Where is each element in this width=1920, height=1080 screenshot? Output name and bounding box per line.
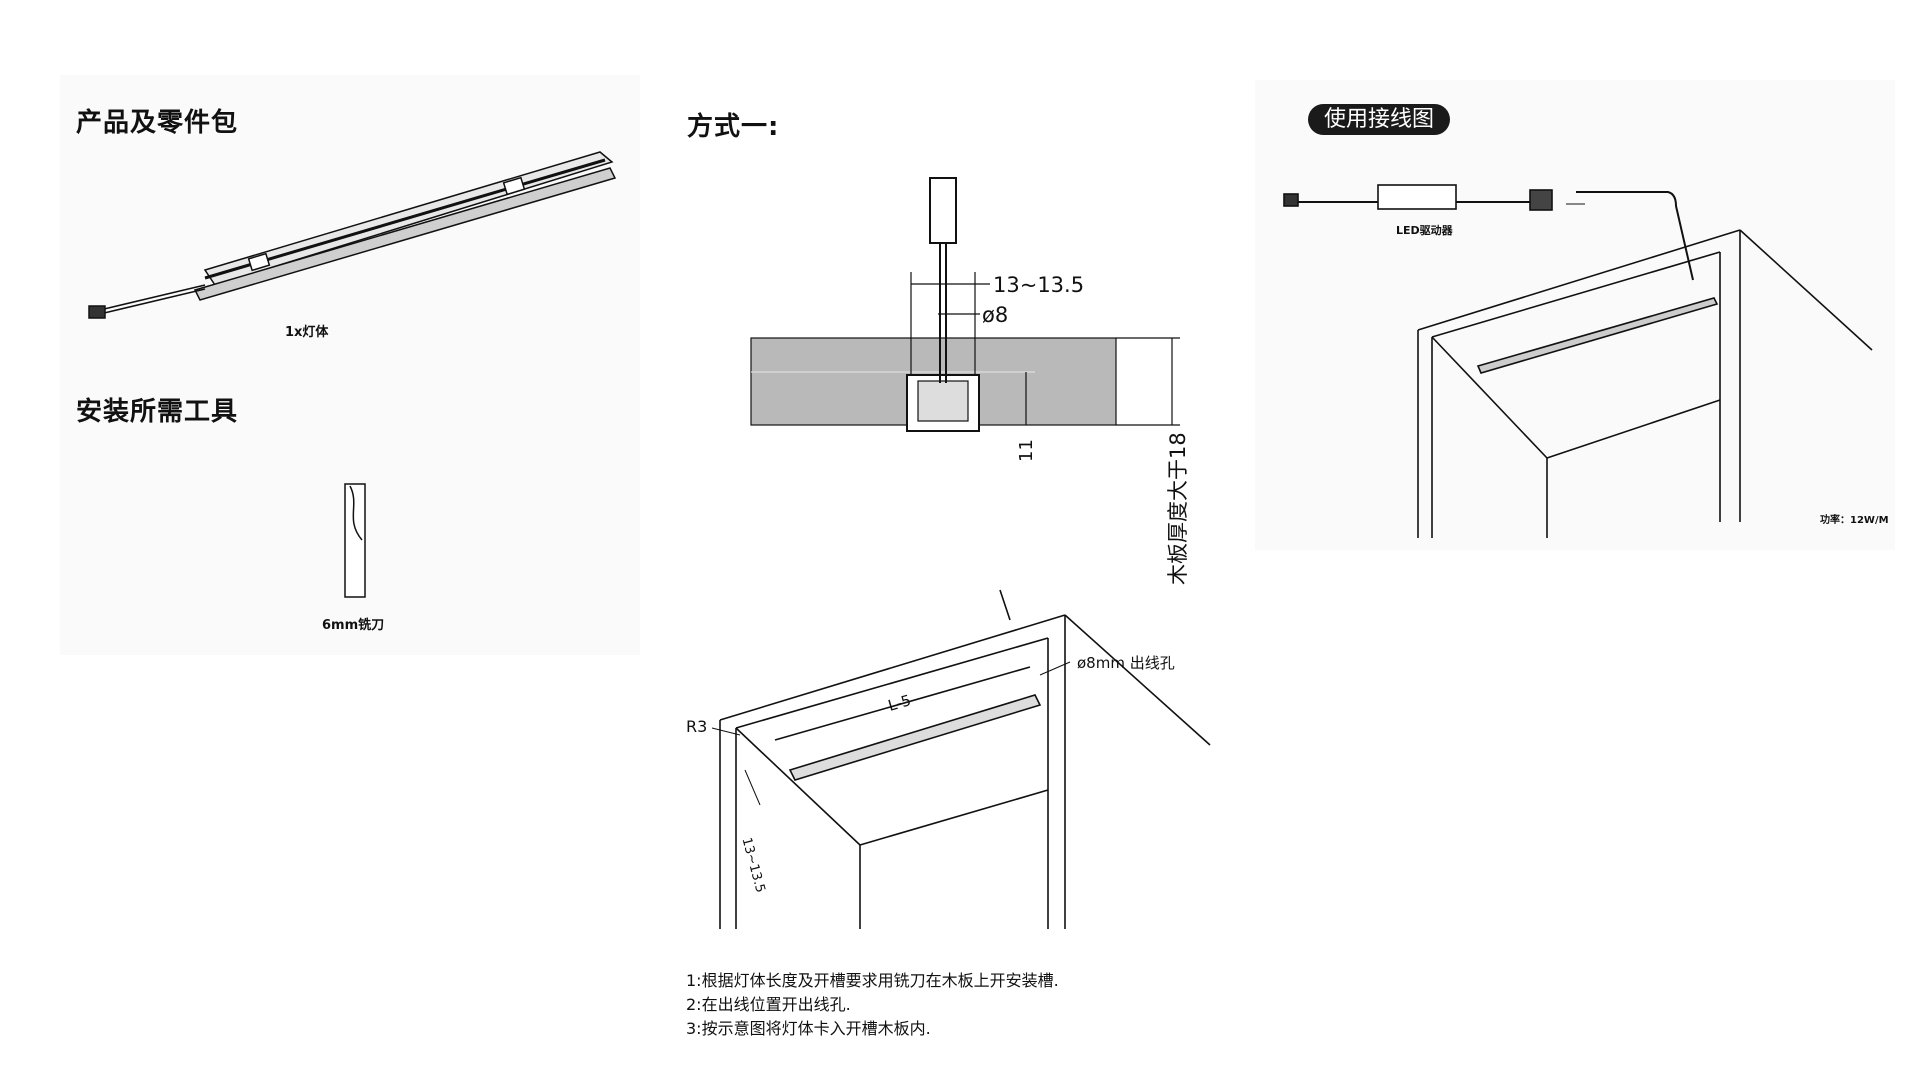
wiring-cabinet-drawing [1417,229,1873,538]
driver-label: LED驱动器 [1396,224,1453,237]
led-driver-icon [1377,184,1457,210]
method-title: 方式一: [687,112,780,142]
tool-caption: 6mm铣刀 [322,618,385,633]
installation-cabinet-drawing [711,589,1211,929]
tools-section-title: 安装所需工具 [76,397,239,427]
wire-hole-label: ø8mm 出线孔 [1077,654,1175,672]
connector-icon [1529,189,1553,211]
right-panel [1255,80,1895,550]
instruction-step-1: 1:根据灯体长度及开槽要求用铣刀在木板上开安装槽. [686,971,1059,990]
plug-icon [1283,193,1299,207]
hole-dimension: ø8 [982,303,1009,327]
board-thickness-label: 木板厚度大于18 [1166,432,1190,585]
instruction-step-3: 3:按示意图将灯体卡入开槽木板内. [686,1019,931,1038]
radius-label: R3 [686,717,708,736]
slot-width-dimension: 13~13.5 [993,273,1085,297]
instruction-step-2: 2:在出线位置开出线孔. [686,995,851,1014]
power-label: 功率：12W/M [1820,515,1889,526]
product-section-title: 产品及零件包 [76,108,239,138]
product-caption: 1x灯体 [285,325,329,340]
milling-cutter-icon [344,483,366,598]
cross-section-diagram [750,177,1180,432]
light-bar-illustration [88,151,617,319]
wiring-diagram [1283,184,1694,281]
depth-dimension: 11 [1016,439,1037,462]
wiring-title-badge: 使用接线图 [1308,104,1450,135]
